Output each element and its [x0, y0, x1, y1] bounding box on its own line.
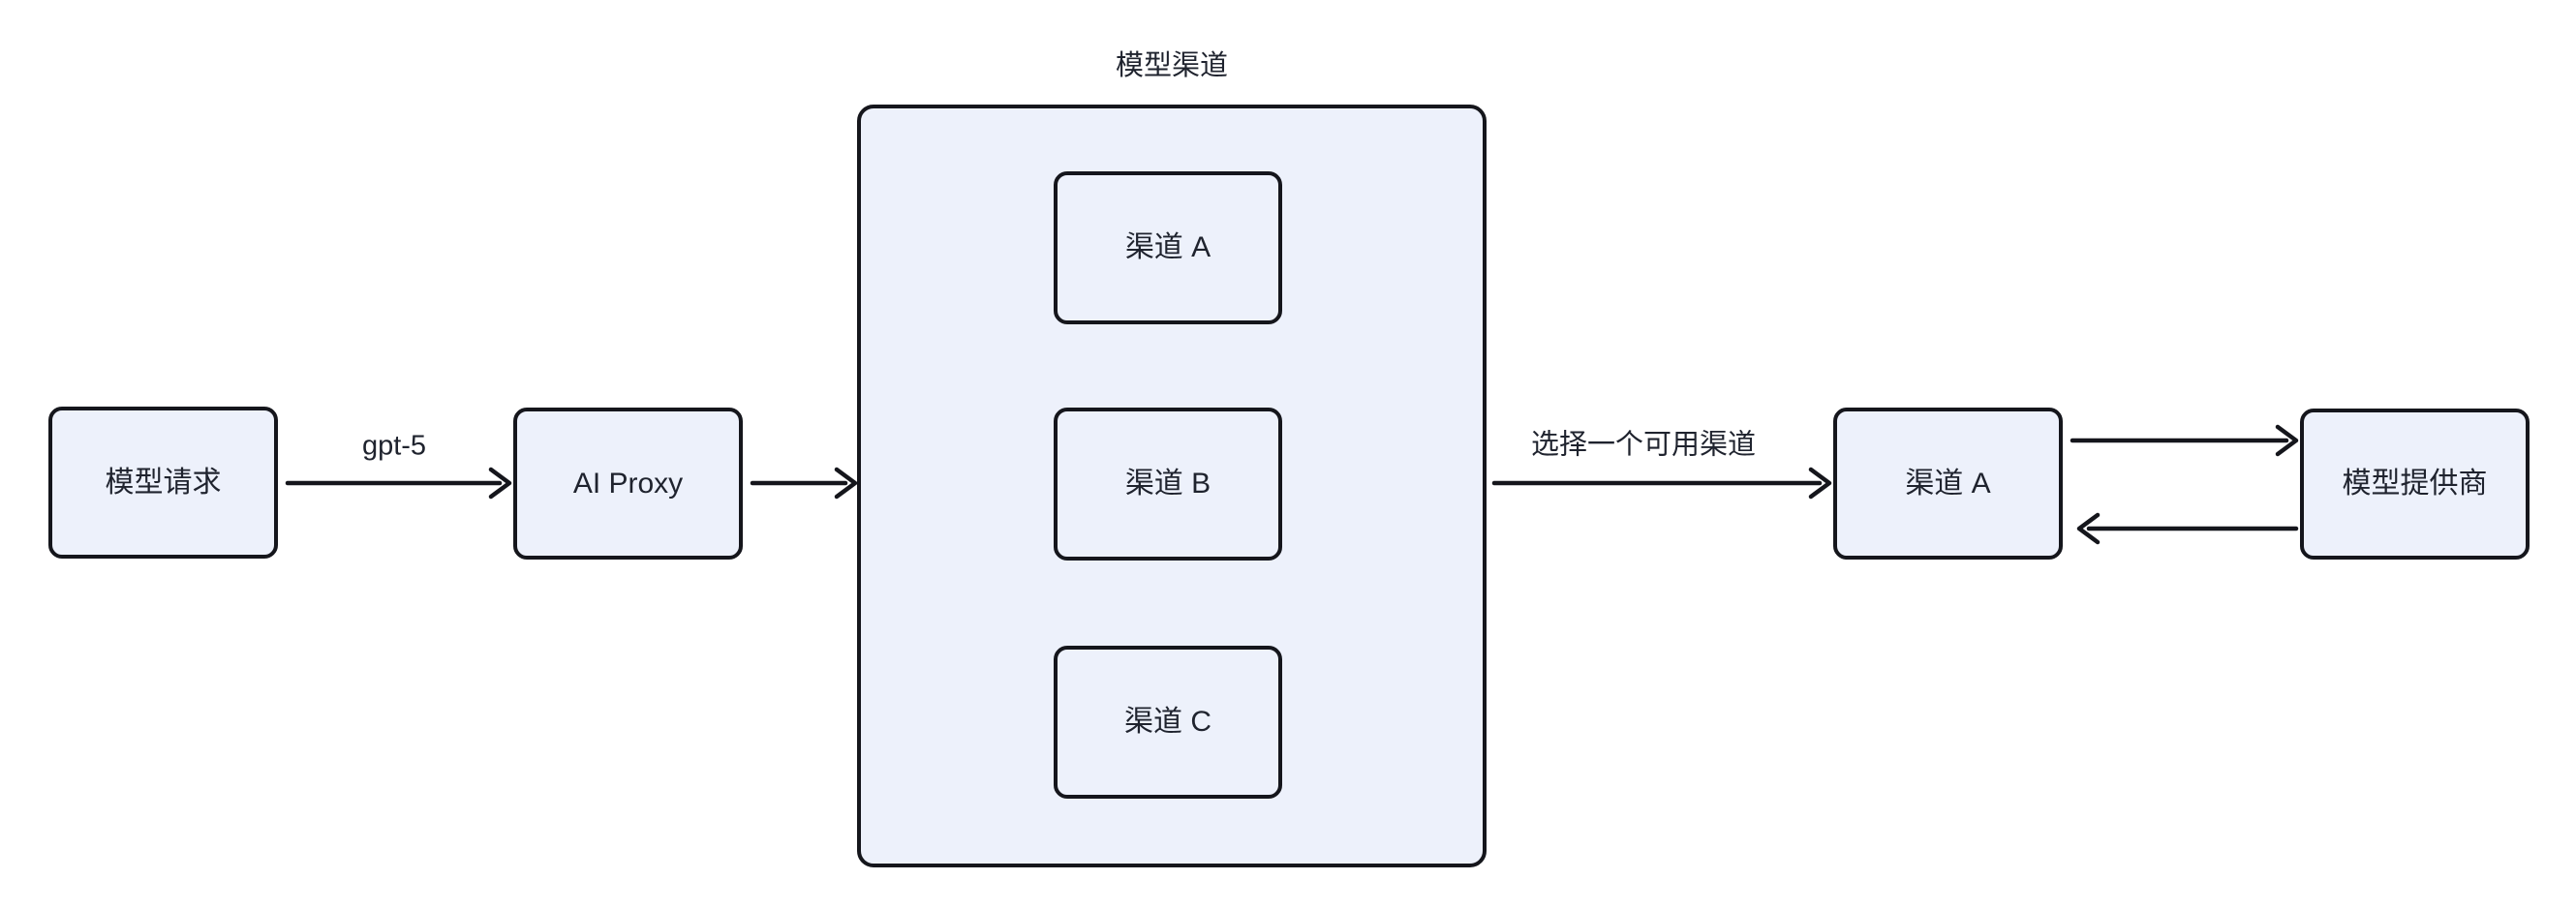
- node-ai-proxy: AI Proxy: [513, 408, 743, 560]
- node-selected-channel-label: 渠道 A: [1905, 467, 1991, 500]
- arrow-proxy-to-channels: [750, 467, 858, 500]
- arrow-channel-to-provider: [2070, 424, 2299, 457]
- node-model-provider: 模型提供商: [2300, 409, 2530, 560]
- node-channel-b-label: 渠道 B: [1124, 468, 1211, 500]
- group-title-model-channels: 模型渠道: [1115, 50, 1228, 81]
- edge-label-gpt-5: gpt-5: [357, 432, 431, 461]
- node-model-provider-label: 模型提供商: [2342, 468, 2488, 500]
- node-channel-a: 渠道 A: [1054, 171, 1282, 324]
- arrow-select-channel: [1491, 467, 1832, 500]
- node-channel-c: 渠道 C: [1054, 646, 1282, 799]
- node-channel-a-label: 渠道 A: [1124, 231, 1211, 263]
- node-channel-c-label: 渠道 C: [1124, 706, 1211, 738]
- node-channel-b: 渠道 B: [1054, 408, 1282, 561]
- node-model-request: 模型请求: [48, 407, 278, 559]
- arrow-provider-to-channel: [2076, 512, 2299, 545]
- node-selected-channel: 渠道 A: [1833, 408, 2063, 560]
- node-model-request-label: 模型请求: [105, 466, 222, 499]
- arrow-request-to-proxy: [285, 467, 512, 500]
- node-ai-proxy-label: AI Proxy: [572, 467, 684, 500]
- edge-label-select-channel: 选择一个可用渠道: [1526, 431, 1761, 460]
